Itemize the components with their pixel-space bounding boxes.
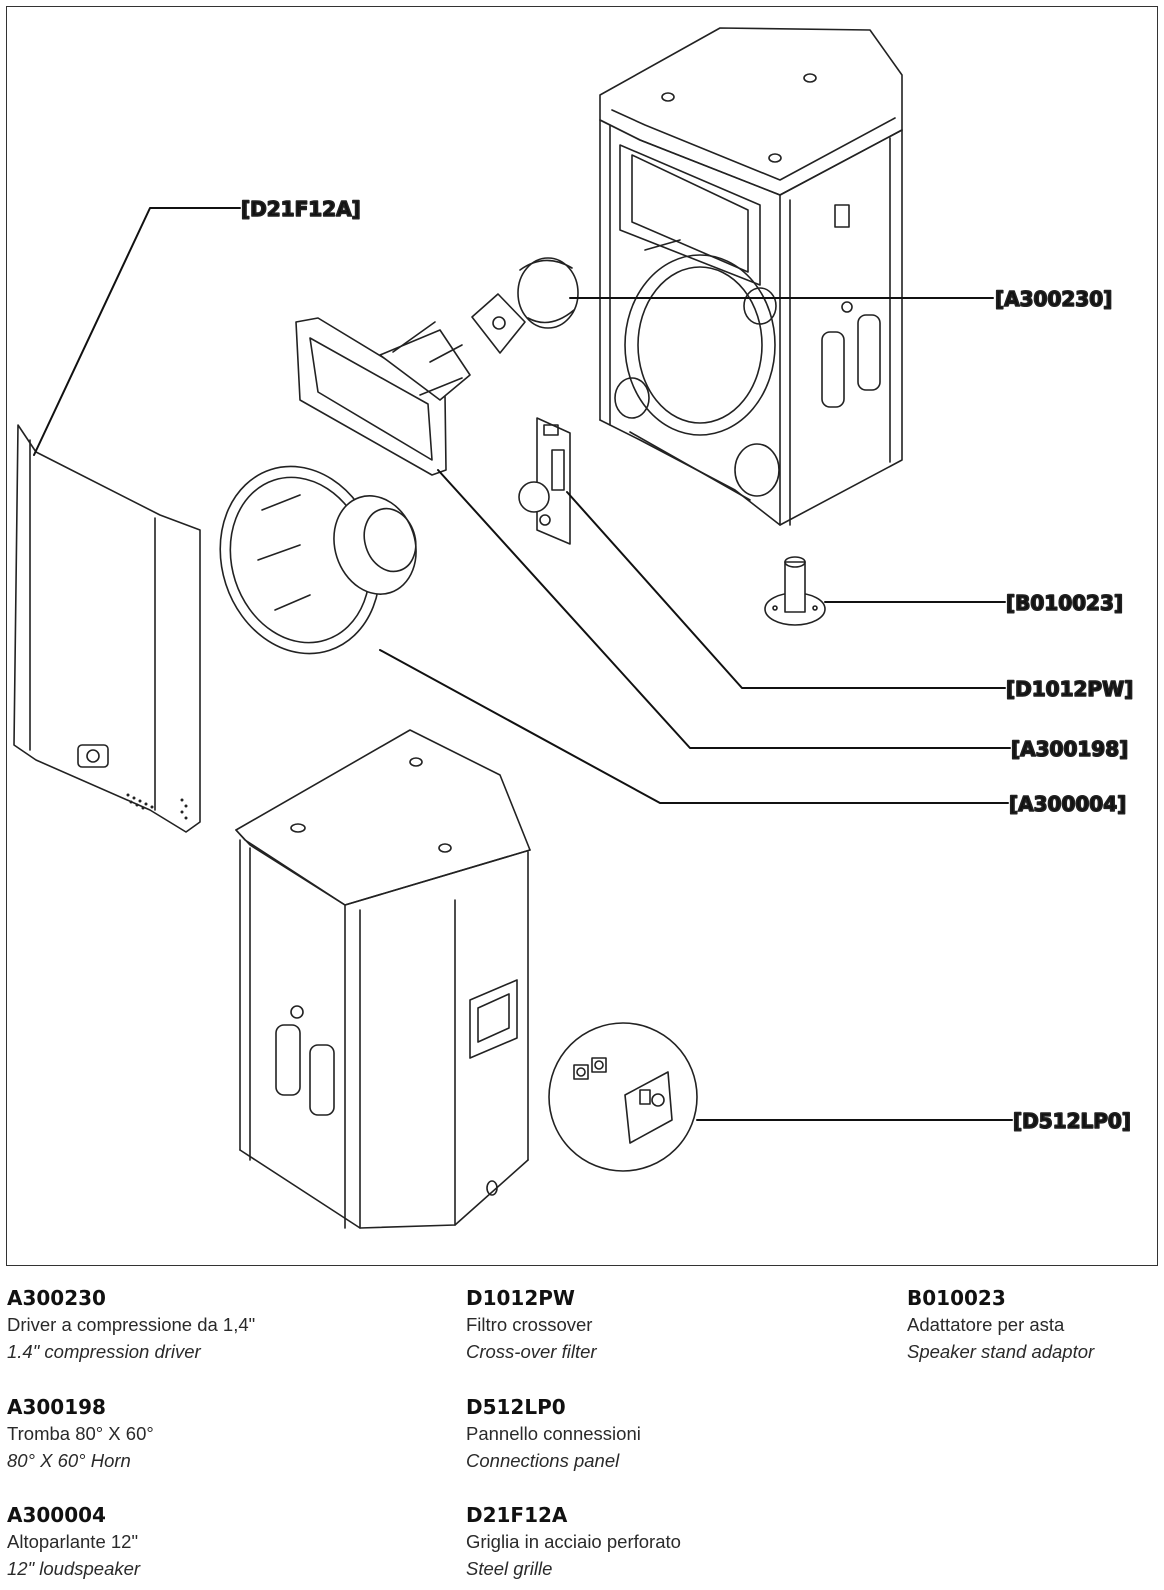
part-code: D1012PW xyxy=(466,1286,575,1310)
part-name-english: Connections panel xyxy=(466,1450,620,1471)
exploded-view-frame xyxy=(6,6,1158,1266)
horn-illustration xyxy=(295,317,471,476)
stand-adaptor-illustration xyxy=(764,556,826,626)
part-entry-d21f12a: D21F12A Griglia in acciaio perforato Ste… xyxy=(466,1502,681,1582)
part-name-english: 1.4" compression driver xyxy=(7,1341,201,1362)
part-code: D512LP0 xyxy=(466,1395,566,1419)
callout-horn: [A300198] xyxy=(1011,737,1128,761)
callout-grille: [D21F12A] xyxy=(241,197,361,221)
part-entry-a300004: A300004 Altoparlante 12" 12" loudspeaker xyxy=(7,1502,140,1582)
callout-crossover: [D1012PW] xyxy=(1006,677,1133,701)
part-name-english: Cross-over filter xyxy=(466,1341,597,1362)
part-entry-a300230: A300230 Driver a compressione da 1,4" 1.… xyxy=(7,1285,255,1365)
part-name-italian: Adattatore per asta xyxy=(907,1314,1065,1335)
grille-illustration xyxy=(13,424,201,833)
exploded-view-drawing: [D21F12A] [A300230] [B010023] [D1012PW] … xyxy=(13,27,1134,1229)
callout-panel: [D512LP0] xyxy=(1013,1109,1131,1133)
part-entry-d512lp0: D512LP0 Pannello connessioni Connections… xyxy=(466,1394,641,1474)
part-code: A300004 xyxy=(7,1503,106,1527)
part-name-italian: Driver a compressione da 1,4" xyxy=(7,1314,256,1335)
parts-legend: A300230 Driver a compressione da 1,4" 1.… xyxy=(7,1285,1157,1585)
callout-woofer: [A300004] xyxy=(1009,792,1126,816)
part-entry-d1012pw: D1012PW Filtro crossover Cross-over filt… xyxy=(466,1285,597,1365)
part-name-english: Steel grille xyxy=(466,1558,553,1579)
part-code: B010023 xyxy=(907,1286,1006,1310)
part-name-english: Speaker stand adaptor xyxy=(907,1341,1095,1362)
woofer-illustration xyxy=(219,465,417,655)
part-name-italian: Filtro crossover xyxy=(466,1314,593,1335)
rear-cabinet-illustration xyxy=(599,27,903,526)
part-name-italian: Altoparlante 12" xyxy=(7,1531,139,1552)
compression-driver-illustration xyxy=(471,257,579,354)
callout-stand: [B010023] xyxy=(1006,591,1123,615)
connections-panel-illustration xyxy=(548,1022,698,1172)
part-code: D21F12A xyxy=(466,1503,568,1527)
part-code: A300198 xyxy=(7,1395,106,1419)
part-name-italian: Griglia in acciaio perforato xyxy=(466,1531,681,1552)
leader-lines xyxy=(33,207,1013,1121)
callout-driver: [A300230] xyxy=(995,287,1112,311)
part-entry-a300198: A300198 Tromba 80° X 60° 80° X 60° Horn xyxy=(7,1394,154,1474)
front-cabinet-illustration xyxy=(235,729,531,1229)
part-name-italian: Pannello connessioni xyxy=(466,1423,641,1444)
part-name-english: 12" loudspeaker xyxy=(7,1558,141,1579)
part-name-italian: Tromba 80° X 60° xyxy=(7,1423,154,1444)
part-code: A300230 xyxy=(7,1286,106,1310)
part-entry-b010023: B010023 Adattatore per asta Speaker stan… xyxy=(907,1285,1094,1365)
crossover-illustration xyxy=(518,417,571,545)
part-name-english: 80° X 60° Horn xyxy=(7,1450,131,1471)
